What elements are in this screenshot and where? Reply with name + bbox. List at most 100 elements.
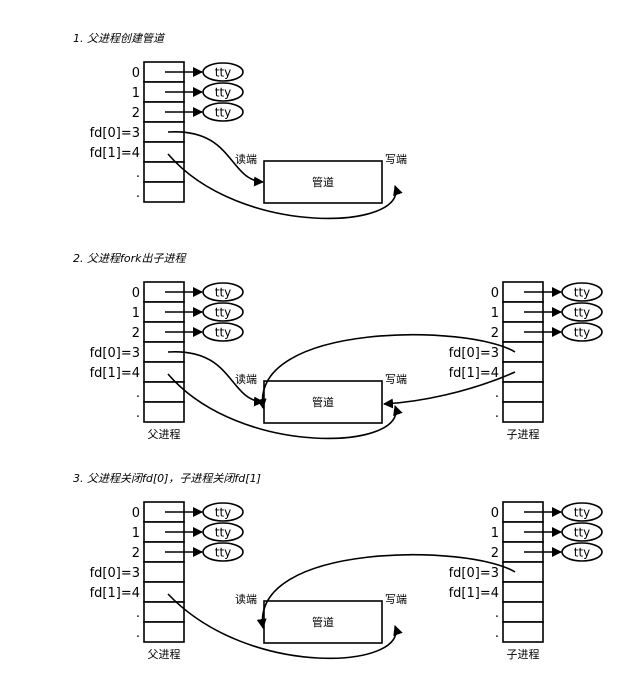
child-caption: 子进程 <box>507 648 540 661</box>
parent-read-connector <box>167 131 264 187</box>
parent-fd-label: . <box>136 186 140 201</box>
child-tty-label: tty <box>574 326 591 340</box>
child-tty-label: tty <box>574 526 591 540</box>
section-title: 2. 父进程fork出子进程 <box>73 252 187 265</box>
child-caption: 子进程 <box>507 428 540 441</box>
parent-fd-cell <box>143 601 185 623</box>
parent-fd-label: 1 <box>132 526 140 541</box>
parent-fd-label: 1 <box>132 306 140 321</box>
child-fd-label: 0 <box>491 506 499 521</box>
child-tty-label: tty <box>574 546 591 560</box>
write-end-label: 写端 <box>385 593 407 606</box>
child-fd-label: . <box>495 386 499 401</box>
child-tty-oval <box>561 502 603 522</box>
parent-fd-label: 0 <box>132 66 140 81</box>
parent-write-connector <box>167 373 403 440</box>
section-title: 3. 父进程关闭fd[0]，子进程关闭fd[1] <box>73 472 261 485</box>
parent-fd-label: fd[0]=3 <box>90 126 140 141</box>
parent-tty-oval <box>202 62 244 82</box>
child-fd-cell <box>502 401 544 423</box>
write-end-label: 写端 <box>385 153 407 166</box>
parent-fd-cell <box>143 621 185 643</box>
pipe-label: 管道 <box>312 395 334 409</box>
child-fd-label: . <box>495 406 499 421</box>
parent-fd-cell <box>143 401 185 423</box>
read-end-label: 读端 <box>235 592 257 606</box>
child-fd-cell <box>502 581 544 603</box>
section-title: 1. 父进程创建管道 <box>73 32 166 45</box>
pipe-box <box>263 380 383 424</box>
parent-tty-label: tty <box>215 286 232 300</box>
child-tty-oval <box>561 322 603 342</box>
child-fd-label: . <box>495 626 499 641</box>
child-fd-cell <box>502 361 544 383</box>
parent-tty-oval <box>202 302 244 322</box>
parent-fd-label: . <box>136 166 140 181</box>
parent-tty-label: tty <box>215 326 232 340</box>
pipe-box <box>263 160 383 204</box>
child-write-connector <box>383 371 516 409</box>
child-tty-label: tty <box>574 286 591 300</box>
child-fd-label: fd[1]=4 <box>449 586 499 601</box>
parent-tty-oval <box>202 522 244 542</box>
child-fd-label: fd[1]=4 <box>449 366 499 381</box>
parent-tty-oval <box>202 322 244 342</box>
pipe-box <box>263 600 383 644</box>
parent-fd-cell <box>143 581 185 603</box>
parent-fd-label: . <box>136 626 140 641</box>
section-2: 2. 父进程fork出子进程 0 1 2 fd[0]=3 fd[1]=4.. tty tty t… <box>73 252 603 441</box>
child-fd-label: 0 <box>491 286 499 301</box>
parent-fd-label: . <box>136 606 140 621</box>
parent-tty-label: tty <box>215 86 232 100</box>
parent-tty-oval <box>202 502 244 522</box>
child-tty-label: tty <box>574 306 591 320</box>
child-tty-oval <box>561 302 603 322</box>
parent-tty-oval <box>202 282 244 302</box>
child-fd-label: 1 <box>491 306 499 321</box>
read-end-label: 读端 <box>235 372 257 386</box>
child-tty-oval <box>561 282 603 302</box>
child-fd-label: fd[0]=3 <box>449 566 499 581</box>
child-fd-label: 1 <box>491 526 499 541</box>
parent-fd-label: fd[1]=4 <box>90 586 140 601</box>
parent-tty-label: tty <box>215 306 232 320</box>
parent-fd-label: 1 <box>132 86 140 101</box>
pipe-label: 管道 <box>312 615 334 629</box>
write-end-label: 写端 <box>385 373 407 386</box>
parent-tty-oval <box>202 102 244 122</box>
parent-fd-label: 0 <box>132 286 140 301</box>
child-read-connector <box>256 553 516 629</box>
child-fd-cell <box>502 561 544 583</box>
parent-caption: 父进程 <box>148 648 181 661</box>
child-tty-label: tty <box>574 506 591 520</box>
parent-tty-label: tty <box>215 106 232 120</box>
section-1: 1. 父进程创建管道012fd[0]=3fd[1]=4..ttyttytty管道… <box>73 32 407 220</box>
parent-write-connector <box>167 593 403 660</box>
parent-tty-label: tty <box>215 506 232 520</box>
child-fd-cell <box>502 341 544 363</box>
parent-read-connector <box>167 351 264 407</box>
parent-fd-cell <box>143 181 185 203</box>
parent-fd-cell <box>143 141 185 163</box>
section-3: 3. 父进程关闭fd[0]，子进程关闭fd[1]012fd[0]=3fd[1]=… <box>73 472 603 661</box>
parent-tty-label: tty <box>215 66 232 80</box>
parent-write-connector <box>167 153 403 220</box>
parent-fd-cell <box>143 561 185 583</box>
parent-tty-oval <box>202 542 244 562</box>
parent-fd-label: fd[0]=3 <box>90 346 140 361</box>
parent-fd-label: . <box>136 406 140 421</box>
parent-fd-label: fd[0]=3 <box>90 566 140 581</box>
child-fd-label: fd[0]=3 <box>449 346 499 361</box>
parent-fd-label: 0 <box>132 506 140 521</box>
parent-tty-label: tty <box>215 526 232 540</box>
parent-fd-label: 2 <box>132 326 140 341</box>
parent-fd-cell <box>143 361 185 383</box>
child-fd-cell <box>502 381 544 403</box>
read-end-label: 读端 <box>235 152 257 166</box>
